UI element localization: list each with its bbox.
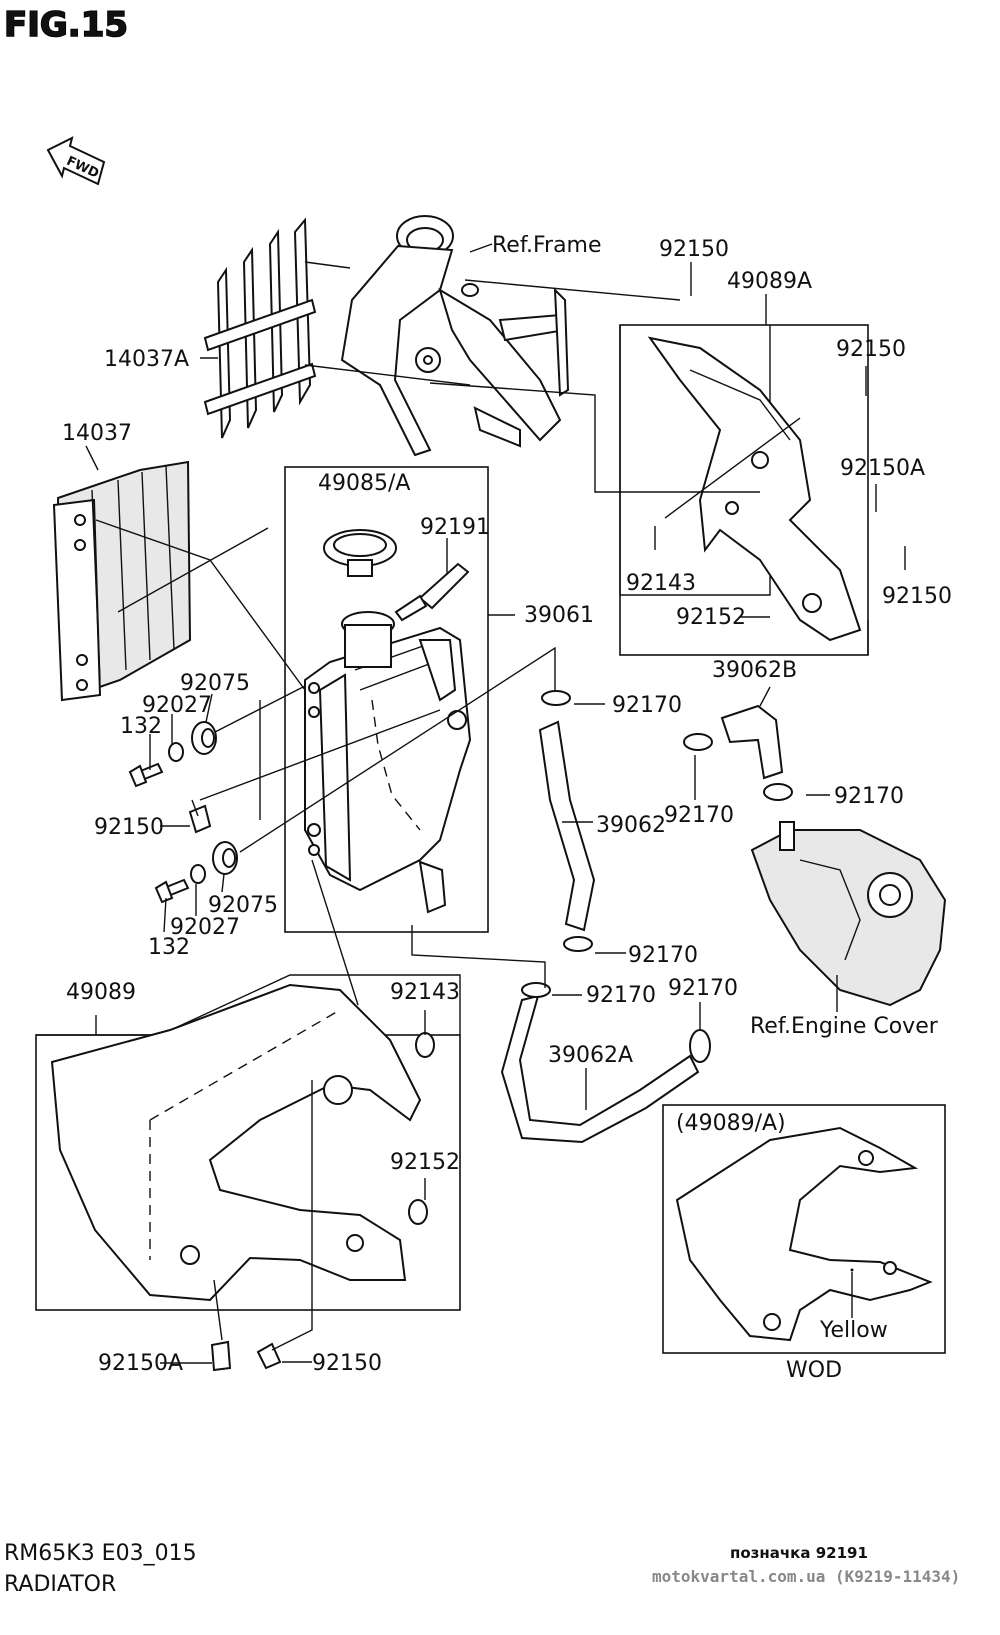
hose-clamp-92170-a — [541, 690, 571, 706]
label-92170-f: 92170 — [668, 976, 738, 1001]
label-49089: 49089 — [66, 980, 136, 1005]
radiator-shroud-49089 — [50, 983, 422, 1302]
hose-clamp-92170-e — [521, 982, 551, 998]
grommet-92075-upper — [191, 721, 217, 755]
label-39062A: 39062A — [548, 1043, 633, 1068]
label-92191: 92191 — [420, 515, 490, 540]
label-39061: 39061 — [524, 603, 594, 628]
label-yellow: Yellow — [819, 1318, 888, 1343]
label-92152-lower: 92152 — [390, 1150, 460, 1175]
engine-cover-reference — [750, 821, 947, 1007]
label-92170-b: 92170 — [834, 784, 904, 809]
radiator-core-14037 — [52, 460, 192, 702]
hose-39062B — [720, 704, 784, 780]
label-92075-upper: 92075 — [180, 671, 250, 696]
bolt-92150-lower — [256, 1080, 313, 1370]
label-132-upper: 132 — [120, 714, 162, 739]
marking-note: позначка 92191 — [730, 1544, 868, 1562]
radiator-shroud-49089A — [647, 336, 862, 642]
figure-title: FIG.15 — [4, 5, 128, 45]
label-ref-frame: Ref.Frame — [492, 233, 602, 258]
radiator-hose-39062 — [538, 720, 596, 932]
label-92150A-lower: 92150A — [98, 1351, 183, 1376]
hose-39062A — [500, 994, 700, 1144]
label-92150A-right: 92150A — [840, 456, 925, 481]
label-92170-e: 92170 — [586, 983, 656, 1008]
radiator-guard-grill-14037A — [203, 217, 317, 439]
label-92075-lower: 92075 — [208, 893, 278, 918]
label-92170-c: 92170 — [664, 803, 734, 828]
bolt-132-upper — [128, 762, 164, 788]
fwd-arrow-icon: FWD — [46, 136, 106, 186]
label-92143-lower: 92143 — [390, 980, 460, 1005]
label-39062B: 39062B — [712, 658, 797, 683]
label-92150-left: 92150 — [94, 815, 164, 840]
label-wod: WOD — [786, 1358, 842, 1383]
hose-clamp-92170-c — [563, 936, 593, 952]
section-name: RADIATOR — [4, 1572, 116, 1597]
label-14037A: 14037A — [104, 347, 189, 372]
label-39062: 39062 — [596, 813, 666, 838]
label-92170-d: 92170 — [628, 943, 698, 968]
grommet-92075-lower — [212, 841, 238, 875]
hose-clamp-92170-b — [683, 733, 713, 751]
bolt-92150A-lower — [210, 1279, 232, 1372]
bolt-132-lower — [154, 878, 190, 904]
washer-92027-upper — [168, 742, 184, 762]
hose-clamp-92170-f — [689, 1029, 711, 1063]
label-92152-right: 92152 — [676, 605, 746, 630]
label-92150-right-1: 92150 — [836, 337, 906, 362]
hose-clamp-92170-d — [763, 783, 793, 801]
label-92150-right-2: 92150 — [882, 584, 952, 609]
washer-92027-lower — [190, 864, 206, 884]
radiator-assembly-frame-box — [284, 466, 489, 933]
label-92170-a: 92170 — [612, 693, 682, 718]
label-49089A-box: (49089/A) — [676, 1111, 786, 1136]
label-92143-right: 92143 — [626, 571, 696, 596]
washer-92143-lower — [415, 1032, 435, 1058]
label-ref-engine-cover: Ref.Engine Cover — [750, 1014, 939, 1039]
label-92027-lower: 92027 — [170, 915, 240, 940]
label-14037: 14037 — [62, 421, 132, 446]
label-92150-top: 92150 — [659, 237, 729, 262]
label-132-lower: 132 — [148, 935, 190, 960]
wod-inset-box — [662, 1104, 946, 1354]
radiator-cap-49085A — [323, 529, 397, 577]
label-92027-upper: 92027 — [142, 693, 212, 718]
label-49089A: 49089A — [727, 269, 812, 294]
bolt-92150-left — [188, 799, 212, 834]
radiator-39061 — [304, 611, 472, 914]
label-92150-lower: 92150 — [312, 1351, 382, 1376]
label-49085A: 49085/A — [318, 471, 410, 496]
watermark-text: motokvartal.com.ua (K9219-11434) — [652, 1567, 960, 1586]
frame-reference — [340, 215, 570, 457]
overflow-hose-92191 — [394, 562, 470, 622]
model-code: RM65K3 E03_015 — [4, 1541, 197, 1566]
washer-92152-lower — [408, 1199, 428, 1225]
shroud-49089A-wod-variant — [675, 1126, 933, 1342]
